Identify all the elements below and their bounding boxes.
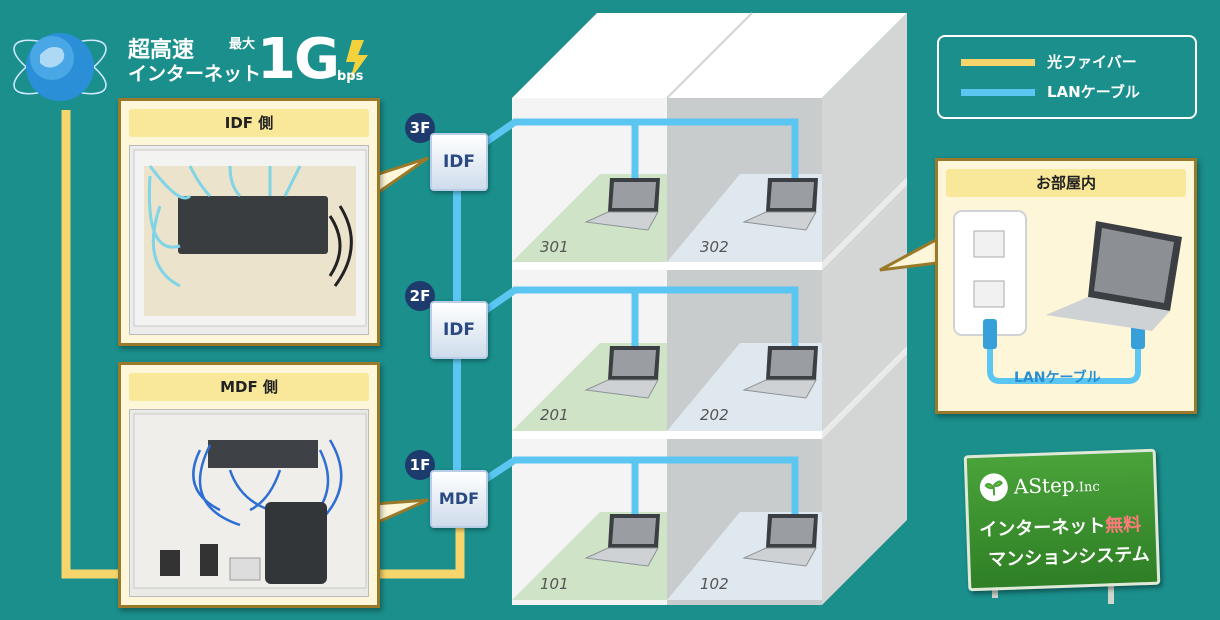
laptop-icon <box>584 514 660 567</box>
legend-fiber: 光ファイバー <box>961 52 1137 72</box>
sign-line1: インターネット無料 <box>979 510 1142 542</box>
room-panel-title: お部屋内 <box>946 169 1186 197</box>
company-name-main: AStep <box>1013 472 1076 499</box>
lightning-icon <box>346 40 368 80</box>
mdf-panel-title: MDF 側 <box>129 373 369 401</box>
legend-fiber-label: 光ファイバー <box>1047 53 1137 71</box>
idf-box-3f: IDF <box>430 133 488 191</box>
room-cable-label: LANケーブル <box>1014 370 1101 386</box>
laptop-icon <box>584 178 660 231</box>
room-panel: お部屋内 LANケーブル <box>935 158 1197 414</box>
max-label: 最大 <box>229 37 256 52</box>
laptop-icon <box>742 346 818 399</box>
mdf-panel: MDF 側 <box>118 362 380 608</box>
laptop-icon <box>742 514 818 567</box>
legend: 光ファイバー LANケーブル <box>937 35 1197 119</box>
room-101: 101 <box>540 575 569 593</box>
idf-box-2f: IDF <box>430 301 488 359</box>
fiber-swatch <box>961 59 1035 66</box>
room-202: 202 <box>700 406 729 424</box>
leaf-icon <box>979 472 1009 502</box>
building <box>512 12 907 605</box>
sign-line2: マンションシステム <box>987 543 1151 571</box>
room-illustration <box>953 210 1182 384</box>
speed-unit: bps <box>337 69 364 84</box>
lan-swatch <box>961 89 1035 96</box>
room-201: 201 <box>540 406 569 424</box>
company-sign: AStep.Inc インターネット無料 マンションシステム <box>963 448 1161 592</box>
sign-line1-highlight: 無料 <box>1104 514 1142 537</box>
legend-lan-label: LANケーブル <box>1047 83 1140 101</box>
mdf-box-1f: MDF <box>430 470 488 528</box>
laptops <box>584 178 818 567</box>
idf-panel: IDF 側 <box>118 98 380 346</box>
company-name: AStep.Inc <box>1013 472 1100 499</box>
room-301: 301 <box>540 238 569 256</box>
sign-line1-text: インターネット <box>978 515 1106 541</box>
floor-badge-1f: 1F <box>405 450 435 480</box>
headline-line1: 超高速 <box>128 38 195 63</box>
speed-value: 1G <box>257 27 340 92</box>
mdf-photo <box>129 409 369 597</box>
headline-line2: インターネット <box>128 63 262 85</box>
laptop-icon <box>584 346 660 399</box>
room-302: 302 <box>700 238 729 256</box>
idf-panel-title: IDF 側 <box>129 109 369 137</box>
company-name-suffix: .Inc <box>1074 479 1100 496</box>
legend-lan: LANケーブル <box>961 82 1140 102</box>
room-102: 102 <box>700 575 729 593</box>
globe-icon <box>13 33 107 101</box>
idf-photo <box>129 145 369 335</box>
laptop-icon <box>742 178 818 231</box>
